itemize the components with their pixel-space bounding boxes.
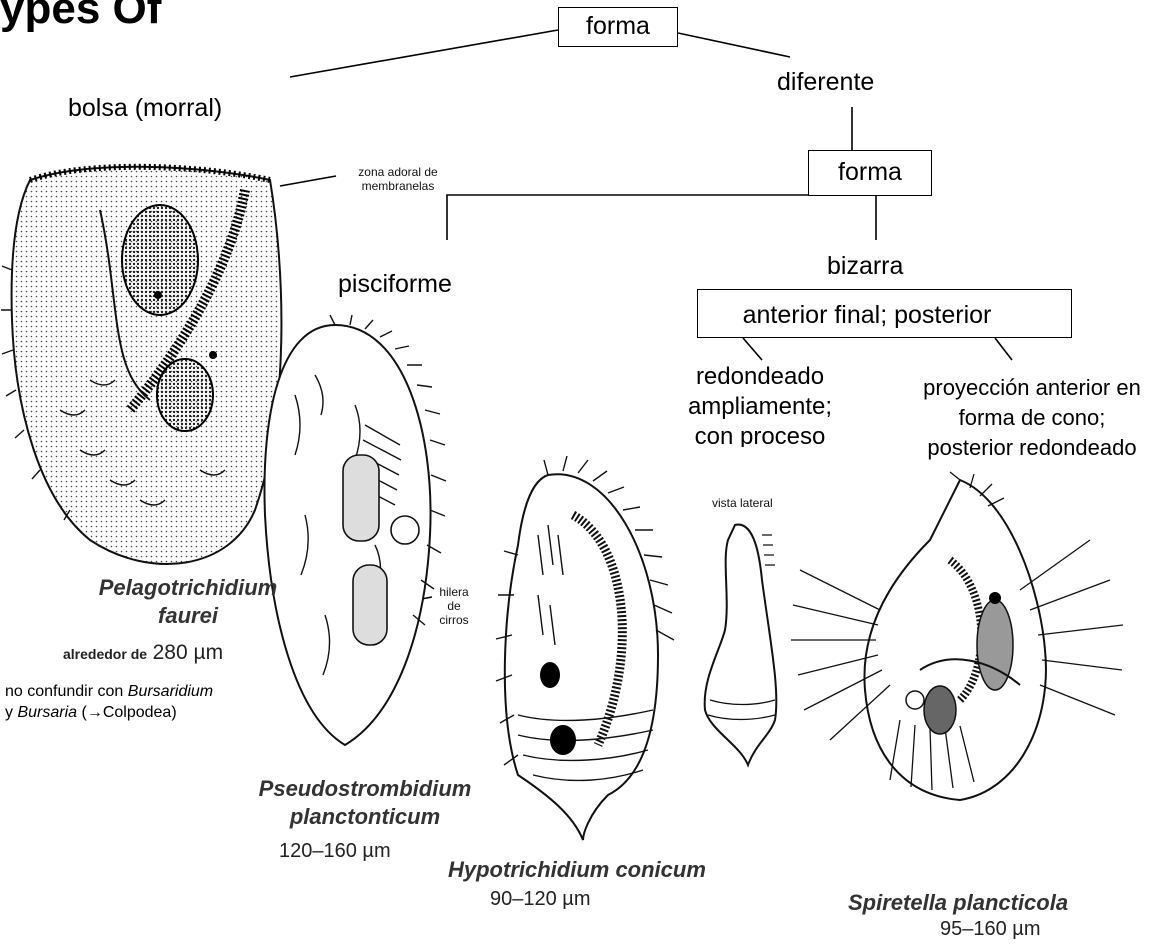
pseudostrombidium-illustration — [255, 315, 455, 765]
connector-forma-left — [447, 195, 808, 240]
lateral-view-illustration — [680, 520, 800, 770]
connector-anterior-left — [743, 338, 762, 360]
rounded-line-1: redondeado — [660, 363, 860, 391]
species-2-size: 120–160 µm — [279, 840, 391, 863]
species-1-size-prefix: alrededor de — [63, 646, 147, 662]
hypotrichidium-illustration — [478, 455, 693, 845]
second-box-label: forma — [808, 158, 932, 187]
species-1-size: 280 µm — [153, 641, 223, 664]
connector-root-left — [290, 30, 558, 77]
species-2-name-line1: Pseudostrombidium — [225, 775, 505, 803]
root-box-label: forma — [558, 12, 678, 41]
connector-anterior-right — [995, 338, 1012, 360]
confusion-note-line1: no confundir con Bursaridium — [5, 682, 213, 703]
confusion-note: no confundir con Bursaridium y Bursaria … — [5, 682, 213, 724]
species-3-name: Hypotrichidium conicum — [448, 856, 758, 884]
species-3-size: 90–120 µm — [490, 888, 590, 911]
rounded-line-3-clip: con proceso — [660, 423, 860, 447]
branch-bolsa-label: bolsa (morral) — [68, 94, 222, 123]
note-line2-prefix: y — [5, 704, 13, 721]
cone-line-3: posterior redondeado — [900, 435, 1164, 460]
bizarre-label: bizarra — [827, 252, 903, 281]
rounded-line-2: ampliamente; — [660, 393, 860, 421]
pisciform-label: pisciforme — [338, 270, 452, 299]
spiretella-illustration — [790, 470, 1168, 810]
species-1-name: Pelagotrichidium faurei — [78, 574, 298, 629]
rounded-line-3: con proceso — [660, 423, 860, 447]
cone-line-1: proyección anterior en — [900, 375, 1164, 400]
branch-diferente-label: diferente — [777, 68, 874, 97]
species-4-size: 95–160 µm — [940, 918, 1040, 941]
note-line1-genus: Bursaridium — [128, 683, 213, 700]
connector-root-right — [678, 33, 790, 57]
note-line2-genus: Bursaria — [17, 704, 77, 721]
note-line1-prefix: no confundir con — [5, 683, 123, 700]
lateral-view-annotation: vista lateral — [712, 497, 773, 511]
species-1-name-line2: faurei — [78, 602, 298, 630]
adoral-annotation-1: zona adoral de — [338, 166, 458, 180]
species-4-name: Spiretella plancticola — [848, 889, 1148, 917]
species-1-name-line1: Pelagotrichidium — [78, 574, 298, 602]
adoral-annotation-2: membranelas — [338, 180, 458, 194]
species-2-name: Pseudostrombidium planctonticum — [225, 775, 505, 830]
note-line2-suffix: (→Colpodea) — [81, 704, 176, 721]
third-box-label: anterior final; posterior — [697, 301, 1037, 330]
species-2-name-line2: planctonticum — [225, 803, 505, 831]
cone-line-2: forma de cono; — [900, 405, 1164, 430]
species-1-size-row: alrededor de 280 µm — [63, 641, 223, 665]
confusion-note-line2: y Bursaria (→Colpodea) — [5, 703, 213, 724]
